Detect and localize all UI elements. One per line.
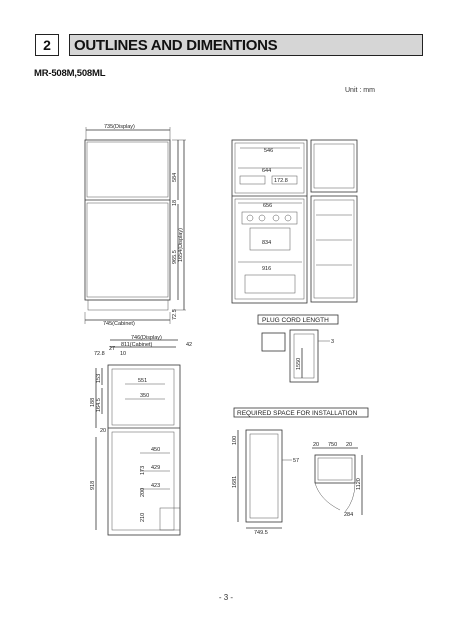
- side-d42: 42: [186, 342, 192, 348]
- side-d423: 423: [151, 483, 160, 489]
- side-d450: 450: [151, 447, 160, 453]
- installation-drawing: REQUIRED SPACE FOR INSTALLATION 57 100 1…: [232, 407, 369, 536]
- install-s284: 284: [344, 512, 353, 518]
- side-d350: 350: [140, 393, 149, 399]
- unit-label: Unit : mm: [345, 87, 375, 94]
- model-label: MR-508M,508ML: [34, 68, 106, 79]
- side-d188: 188: [90, 398, 96, 407]
- front-view-drawing: 735(Display) 584 18 965.5 1654(Display) …: [84, 124, 186, 327]
- side-d164: 164.5: [96, 398, 102, 412]
- side-d173: 173: [140, 466, 146, 475]
- section-number: 2: [35, 34, 59, 56]
- front-width-display: 735(Display): [104, 124, 135, 130]
- front-base-height: 72.5: [172, 309, 178, 320]
- interior-d834: 834: [262, 240, 271, 246]
- install-d7495: 749.5: [254, 530, 268, 536]
- side-d27: 27: [109, 346, 115, 352]
- plug-cord-length: 1550: [296, 358, 302, 370]
- interior-view-drawing: 546 644 172.8 656 834 916: [231, 139, 358, 304]
- side-d10: 10: [120, 351, 126, 357]
- front-lower-height: 965.5: [172, 250, 178, 264]
- install-d57: 57: [293, 458, 299, 464]
- plug-cord-title: PLUG CORD LENGTH: [262, 317, 329, 324]
- side-d72: 72.8: [94, 351, 105, 357]
- side-depth-cabinet: 811(Cabinet): [121, 342, 153, 348]
- section-title: OUTLINES AND DIMENTIONS: [69, 34, 423, 56]
- front-total-height: 1654(Display): [178, 228, 184, 262]
- interior-d172: 172.8: [274, 178, 288, 184]
- side-d918: 918: [90, 481, 96, 490]
- install-s20b: 20: [346, 442, 352, 448]
- side-d20: 20: [100, 428, 106, 434]
- plug-cord-drawing: PLUG CORD LENGTH 3 1550: [257, 314, 339, 383]
- side-d210: 210: [140, 513, 146, 522]
- install-d1681: 1681: [232, 476, 238, 488]
- install-title: REQUIRED SPACE FOR INSTALLATION: [237, 410, 358, 417]
- interior-d546: 546: [264, 148, 273, 154]
- front-width-cabinet: 745(Cabinet): [103, 321, 135, 327]
- interior-d644: 644: [262, 168, 271, 174]
- page-number: - 3 -: [218, 593, 234, 602]
- install-d100: 100: [232, 436, 238, 445]
- install-s20a: 20: [313, 442, 319, 448]
- install-s750: 750: [328, 442, 337, 448]
- side-d153: 153: [96, 374, 102, 383]
- install-s1120: 1120: [356, 478, 362, 490]
- front-gap-height: 18: [172, 200, 178, 206]
- side-d200: 200: [140, 488, 146, 497]
- side-view-drawing: 746(Display) 811(Cabinet) 42 72.8 27 10 …: [90, 335, 192, 536]
- side-d551: 551: [138, 378, 147, 384]
- side-depth-display: 746(Display): [131, 335, 162, 341]
- front-upper-height: 584: [172, 173, 178, 182]
- interior-d656: 656: [263, 203, 272, 209]
- plug-cord-num: 3: [331, 339, 334, 345]
- interior-d916: 916: [262, 266, 271, 272]
- side-d429: 429: [151, 465, 160, 471]
- section-header: 2 OUTLINES AND DIMENTIONS: [35, 34, 423, 56]
